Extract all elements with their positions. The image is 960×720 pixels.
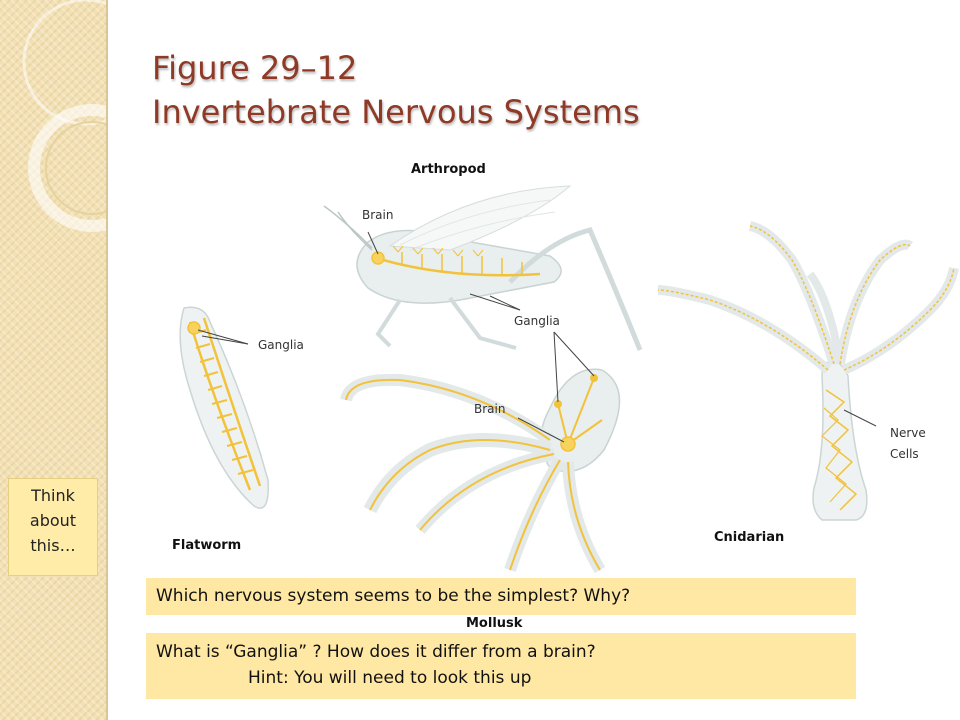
cnidarian-drawing [657, 221, 959, 521]
flatworm-ganglia-label: Ganglia [258, 338, 304, 352]
question-box-1: Which nervous system seems to be the sim… [146, 578, 856, 615]
flatworm-drawing [179, 306, 269, 509]
arthropod-ganglia-label: Ganglia [514, 314, 560, 328]
decorative-circles [22, 0, 106, 232]
question-1-text: Which nervous system seems to be the sim… [156, 586, 631, 606]
nervous-systems-illustration [179, 185, 959, 574]
arthropod-brain-label: Brain [362, 208, 394, 222]
mollusk-label: Mollusk [466, 616, 523, 631]
callout-line-3: this… [30, 536, 76, 555]
title-line-1: Figure 29–12 [152, 49, 358, 87]
sidebar-decoration [0, 0, 108, 720]
cells-label: Cells [890, 447, 919, 461]
callout-line-2: about [29, 511, 77, 530]
flatworm-label: Flatworm [172, 538, 242, 553]
arthropod-drawing [323, 185, 643, 351]
slide-title: Figure 29–12 Invertebrate Nervous System… [152, 46, 640, 134]
title-line-2: Invertebrate Nervous Systems [152, 93, 640, 131]
callout-line-1: Think [31, 486, 75, 505]
think-about-this-callout: Think about this… [8, 478, 98, 576]
nerve-label: Nerve [890, 426, 926, 440]
hint-text: Hint: You will need to look this up [248, 668, 532, 688]
question-box-2: What is “Ganglia” ? How does it differ f… [146, 633, 856, 699]
mollusk-drawing [340, 368, 621, 574]
label-leaders [197, 231, 877, 443]
arthropod-label: Arthropod [411, 162, 486, 177]
question-2-text: What is “Ganglia” ? How does it differ f… [156, 642, 596, 662]
cnidarian-label: Cnidarian [714, 530, 785, 545]
mollusk-brain-label: Brain [474, 402, 506, 416]
